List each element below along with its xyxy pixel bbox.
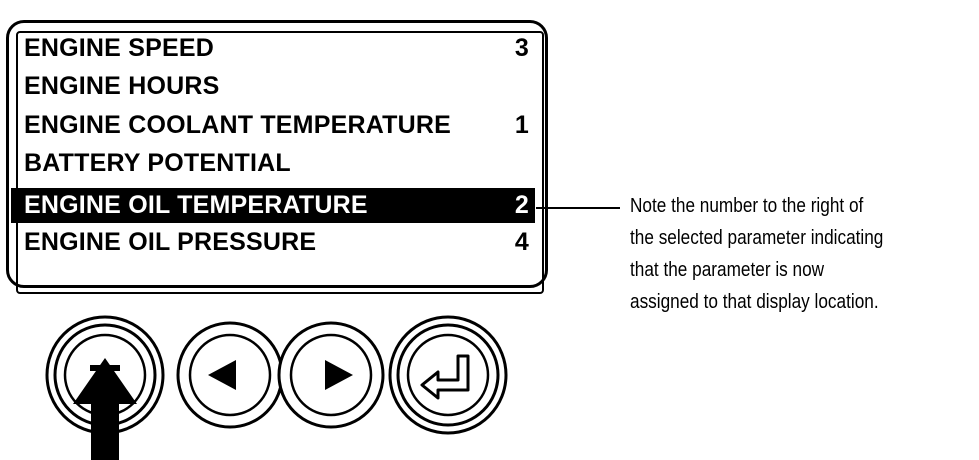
param-location-number: 2 (514, 191, 529, 219)
param-label: ENGINE OIL TEMPERATURE (24, 191, 368, 219)
callout-leader-line (536, 207, 620, 209)
param-label: ENGINE OIL PRESSURE (24, 228, 317, 256)
callout-note-line: that the parameter is now (630, 259, 825, 281)
display-screen-inner-frame (16, 31, 544, 294)
callout-note-line: the selected parameter indicating (630, 227, 884, 249)
press-indicator-arrow (73, 358, 137, 460)
param-label: ENGINE HOURS (24, 72, 220, 100)
param-location-number: 3 (514, 34, 529, 62)
param-row-engine-oil-pressure[interactable]: ENGINE OIL PRESSURE 4 (11, 225, 535, 260)
enter-button[interactable] (388, 315, 508, 435)
param-row-battery-potential[interactable]: BATTERY POTENTIAL (11, 146, 535, 181)
param-row-engine-coolant-temperature[interactable]: ENGINE COOLANT TEMPERATURE 1 (11, 108, 535, 143)
right-triangle-icon (325, 360, 353, 390)
param-location-number: 4 (514, 228, 529, 256)
param-row-engine-hours[interactable]: ENGINE HOURS (11, 69, 535, 104)
left-arrow-button[interactable] (176, 321, 284, 429)
callout-note: Note the number to the right of the sele… (630, 190, 927, 318)
callout-note-line: Note the number to the right of (630, 195, 864, 217)
param-label: ENGINE COOLANT TEMPERATURE (24, 111, 451, 139)
param-label: BATTERY POTENTIAL (24, 149, 291, 177)
param-location-number: 1 (514, 111, 529, 139)
param-label: ENGINE SPEED (24, 34, 214, 62)
left-triangle-icon (208, 360, 236, 390)
enter-return-icon (420, 354, 470, 400)
display-screen (6, 20, 548, 294)
param-row-engine-oil-temperature-selected[interactable]: ENGINE OIL TEMPERATURE 2 (11, 188, 535, 223)
callout-note-line: assigned to that display location. (630, 291, 879, 313)
control-button-panel (45, 315, 508, 460)
param-row-engine-speed[interactable]: ENGINE SPEED 3 (11, 31, 535, 66)
right-arrow-button[interactable] (277, 321, 385, 429)
